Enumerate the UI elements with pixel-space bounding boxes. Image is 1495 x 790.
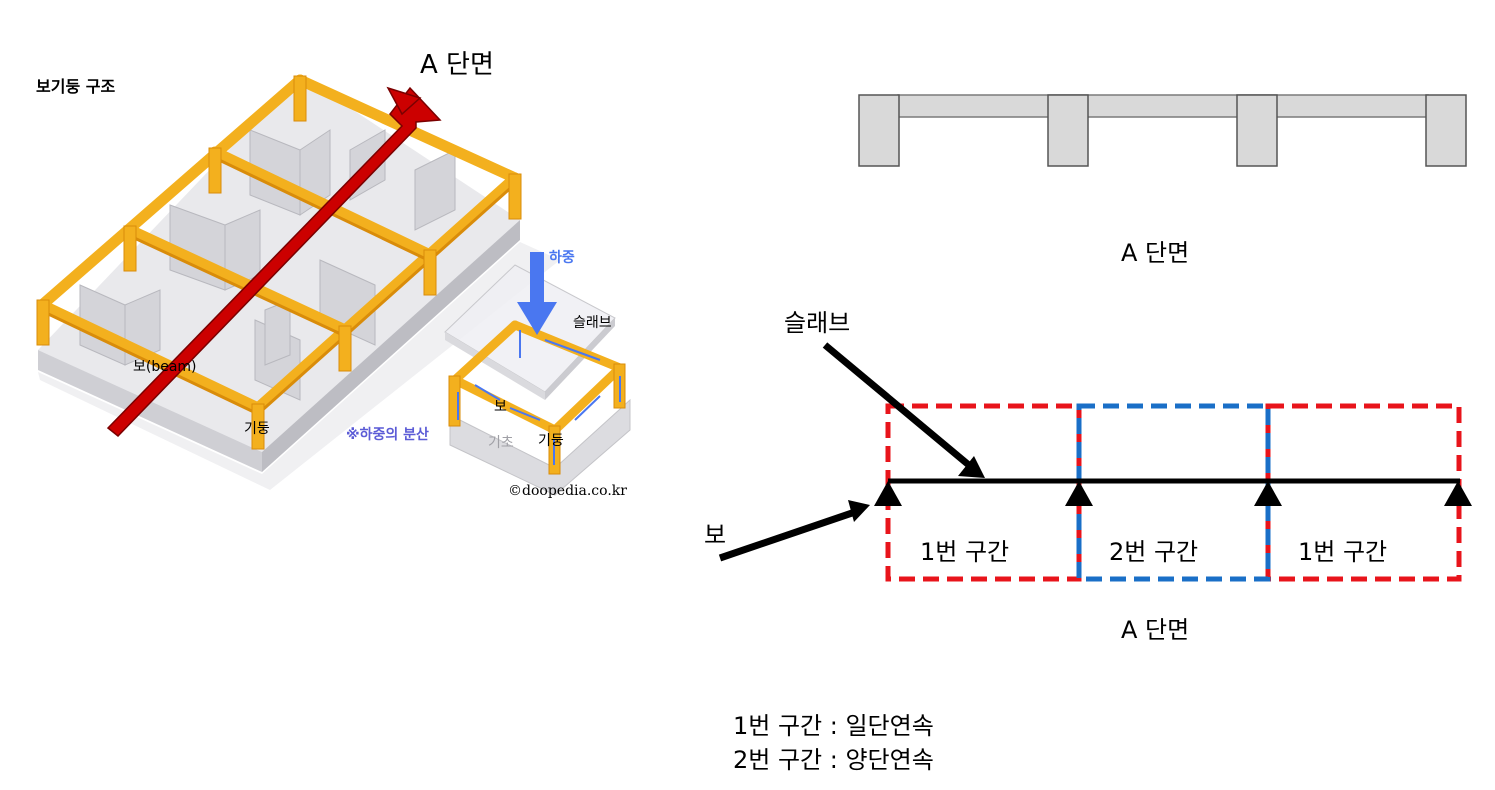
- support-2: [1065, 481, 1093, 506]
- beam-column-illustration: [36, 74, 631, 496]
- span-label-3: 1번 구간: [1298, 538, 1388, 566]
- distribution-note: ※하중의 분산: [346, 427, 429, 443]
- copyright-label: ©doopedia.co.kr: [508, 483, 627, 499]
- load-label: 하중: [549, 250, 575, 266]
- beam-pointer-line: [718, 508, 857, 562]
- slab-base-side-right: [262, 220, 520, 472]
- section-column-2: [1047, 94, 1089, 167]
- distribution-arrows: [457, 330, 621, 465]
- slab-label: 슬래브: [784, 309, 851, 337]
- columns: [36, 75, 522, 450]
- foundation-label: 기초: [488, 435, 514, 451]
- legend-line-1: 1번 구간 : 일단연속: [733, 712, 934, 740]
- section-arrow-head: [386, 86, 422, 116]
- beam-diagram-caption: A 단면: [1121, 616, 1190, 644]
- inset-slab-label: 슬래브: [573, 315, 612, 331]
- section-column-1: [858, 94, 900, 167]
- beam-label: 보(beam): [133, 359, 197, 375]
- beam-pointer-label: 보: [704, 521, 727, 549]
- span-label-1: 1번 구간: [920, 538, 1010, 566]
- legend-line-2: 2번 구간 : 양단연속: [733, 746, 934, 774]
- slab-pointer-head: [958, 456, 985, 478]
- beam-frame-shade: [41, 156, 517, 416]
- inset-slab-edge: [445, 332, 545, 400]
- section-arrow-label: A 단면: [420, 50, 494, 80]
- section-slab: [897, 94, 1429, 118]
- section-view-drawing: [858, 94, 1467, 167]
- load-arrow: [517, 252, 557, 335]
- support-4: [1444, 481, 1472, 506]
- ground-shadow: [38, 242, 560, 490]
- section-view-caption: A 단면: [1121, 239, 1190, 267]
- slab-base-side-left: [38, 350, 262, 472]
- support-1: [874, 481, 902, 506]
- slab-pointer-line: [822, 342, 973, 469]
- span-label-2: 2번 구간: [1109, 538, 1199, 566]
- column-label: 기둥: [244, 421, 270, 437]
- inset-column-label: 기둥: [538, 433, 564, 449]
- beam-diagram: [718, 342, 1472, 582]
- inset-beam-frame: [450, 320, 625, 435]
- inset-slab-edge-right: [545, 318, 615, 400]
- inset-beam-label: 보: [494, 399, 507, 415]
- illustration-title: 보기둥 구조: [36, 77, 116, 96]
- section-column-3: [1236, 94, 1278, 167]
- beam-pointer-head: [848, 500, 870, 522]
- support-3: [1254, 481, 1282, 506]
- section-column-4: [1425, 94, 1467, 167]
- section-arrow: [106, 86, 442, 438]
